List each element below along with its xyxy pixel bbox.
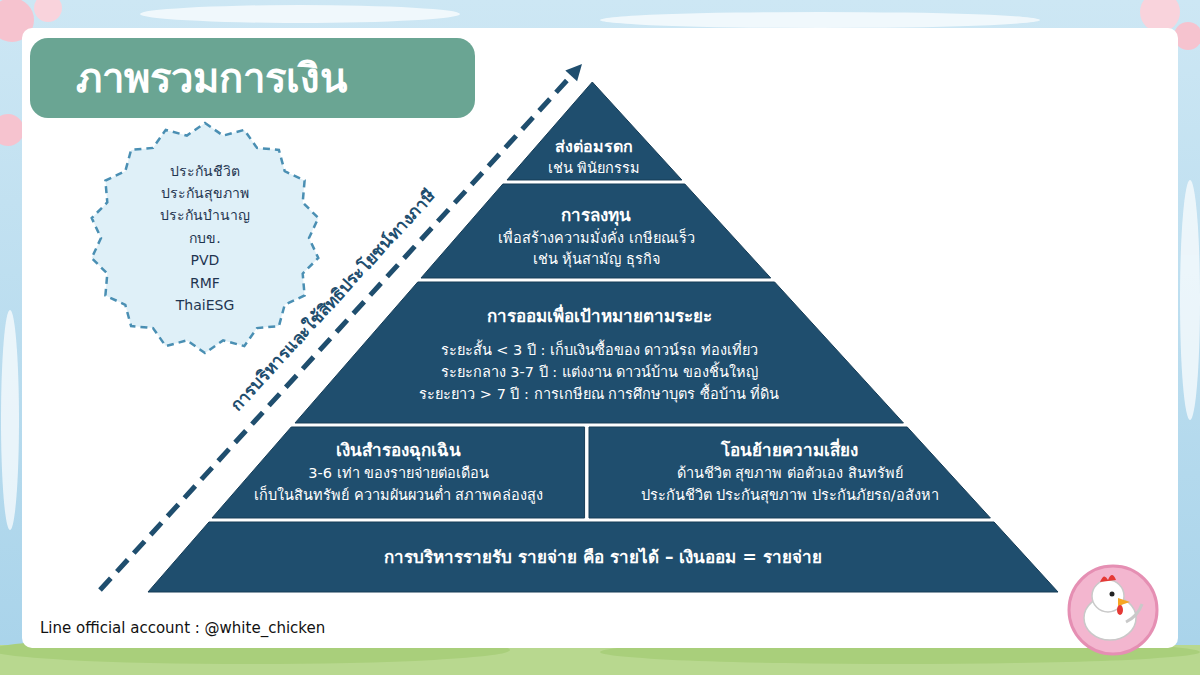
insurance-item: RMF [190,272,220,294]
band-text: เช่น พินัยกรรม [548,158,641,180]
band-text: เพื่อสร้างความมั่งคั่ง เกษียณเร็ว [498,228,695,250]
band-heading: การออมเพื่อเป้าหมายตามระยะ [487,304,712,329]
band-fill [507,82,682,180]
insurance-item: ประกันชีวิต [170,160,240,182]
insurance-item: PVD [191,249,220,271]
band-text: ระยะกลาง 3-7 ปี : แต่งงาน ดาวน์บ้าน ของช… [441,362,758,384]
band-fill [148,522,1058,592]
footer-note: Line official account : @white_chicken [40,619,325,637]
band-text: เก็บในสินทรัพย์ ความผันผวนต่ำ สภาพคล่องส… [254,485,543,507]
pyramid-band: โอนย้ายความเสี่ยงด้านชีวิต สุขภาพ ต่อตัว… [589,427,990,518]
band-fill [212,427,585,518]
band-heading: เงินสำรองฉุกเฉิน [336,438,461,463]
pyramid-band: การลงทุนเพื่อสร้างความมั่งคั่ง เกษียณเร็… [421,184,771,278]
insurance-item: กบข. [189,227,220,249]
band-text: ระยะยาว > 7 ปี : การเกษียณ การศึกษาบุตร … [419,384,779,406]
insurance-starburst: ประกันชีวิตประกันสุขภาพประกันบำนาญกบข.PV… [90,123,320,353]
band-text: ระยะสั้น < 3 ปี : เก็บเงินซื้อของ ดาวน์ร… [441,340,759,362]
chicken-icon [1069,566,1157,654]
white-panel [22,28,1178,648]
band-heading: ส่งต่อมรดก [555,135,633,158]
band-heading: การบริหารรายรับ รายจ่าย คือ รายได้ – เงิ… [384,545,821,570]
band-fill [589,427,990,518]
title-tab [30,38,475,118]
pyramid-band: การออมเพื่อเป้าหมายตามระยะระยะสั้น < 3 ป… [295,282,903,423]
pyramid-band: การบริหารรายรับ รายจ่าย คือ รายได้ – เงิ… [148,522,1058,592]
band-heading: โอนย้ายความเสี่ยง [721,438,858,463]
pyramid-band: เงินสำรองฉุกเฉิน3-6 เท่า ของรายจ่ายต่อเด… [212,427,585,518]
title-tab: ภาพรวมการเงิน [30,38,475,118]
pyramid-band: ส่งต่อมรดกเช่น พินัยกรรม [507,82,682,180]
band-text: ด้านชีวิต สุขภาพ ต่อตัวเอง สินทรัพย์ [677,463,903,485]
insurance-item: ประกันบำนาญ [160,204,250,226]
band-text: เช่น หุ้นสามัญ ธุรกิจ [533,249,660,271]
band-heading: การลงทุน [561,203,631,228]
band-text: 3-6 เท่า ของรายจ่ายต่อเดือน [308,463,489,485]
starburst-shape [92,123,319,353]
insurance-item: ThaiESG [176,294,234,316]
band-fill [421,184,771,278]
insurance-item: ประกันสุขภาพ [161,182,249,204]
band-text: ประกันชีวิต ประกันสุขภาพ ประกันภัยรถ/อสั… [641,485,939,507]
title-text: ภาพรวมการเงิน [76,46,347,110]
band-fill [295,282,903,423]
